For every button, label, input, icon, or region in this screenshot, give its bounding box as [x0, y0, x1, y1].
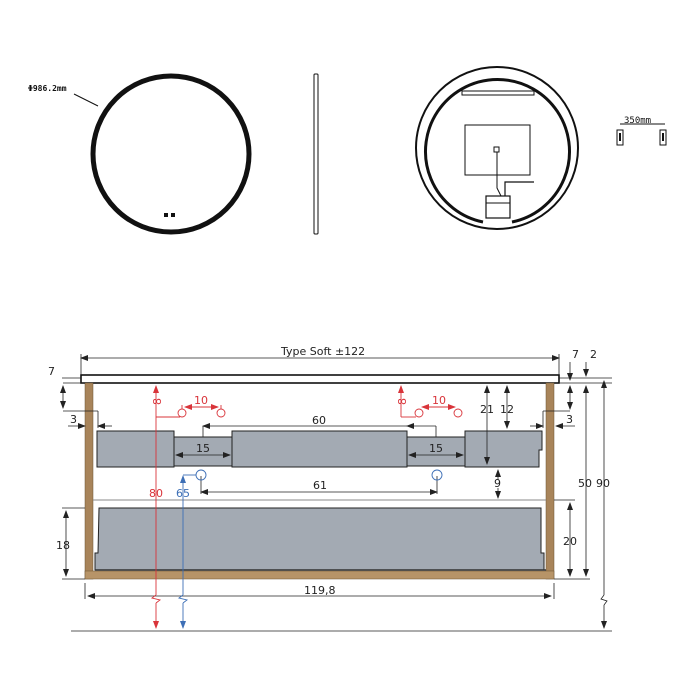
hanger-brackets: 350mm: [616, 116, 667, 146]
bottom-panel: [84, 570, 555, 580]
mirror-front-view: Φ986.2mm: [28, 73, 252, 235]
overall-width-label: Type Soft ±122: [280, 345, 365, 358]
dim-61: 61: [313, 479, 327, 492]
dim-119-8: 119,8: [304, 584, 336, 597]
dimensions-blue: [177, 469, 443, 629]
dim-red-8-right: 8: [396, 398, 409, 405]
dim-60: 60: [312, 414, 326, 427]
dim-blue-65: 65: [176, 487, 190, 500]
touch-sensor-icon: [164, 213, 168, 217]
diameter-label: Φ986.2mm: [28, 84, 67, 93]
dim-red-8-left: 8: [151, 398, 164, 405]
dim-right-2: 2: [590, 348, 597, 361]
top-drawer: [96, 430, 543, 468]
left-side-panel: [84, 382, 94, 580]
dimensions-black: [60, 354, 612, 632]
dim-20: 20: [563, 535, 577, 548]
cabinet-section: [80, 374, 560, 580]
dim-18: 18: [56, 539, 70, 552]
dim-15-left: 15: [196, 442, 210, 455]
bottom-drawer: [94, 507, 545, 571]
hanger-spacing-label: 350mm: [624, 116, 651, 126]
dim-left-3: 3: [70, 413, 77, 426]
dim-12: 12: [500, 403, 514, 416]
mirror-back-view: [415, 66, 579, 230]
right-side-panel: [545, 382, 555, 580]
dim-9: 9: [494, 477, 501, 490]
mirror-side-view: [313, 73, 319, 235]
dim-21: 21: [480, 403, 494, 416]
dim-right-7: 7: [572, 348, 579, 361]
dim-right-3: 3: [566, 413, 573, 426]
dim-50: 50: [578, 477, 592, 490]
dim-90: 90: [596, 477, 610, 490]
dim-left-7: 7: [48, 365, 55, 378]
dim-red-10-left: 10: [194, 394, 208, 407]
countertop: [80, 374, 560, 384]
dim-red-80: 80: [149, 487, 163, 500]
driver-box: [485, 195, 511, 219]
touch-sensor-icon: [171, 213, 175, 217]
dim-15-right: 15: [429, 442, 443, 455]
dimensions-red: [150, 385, 463, 629]
dim-red-10-right: 10: [432, 394, 446, 407]
